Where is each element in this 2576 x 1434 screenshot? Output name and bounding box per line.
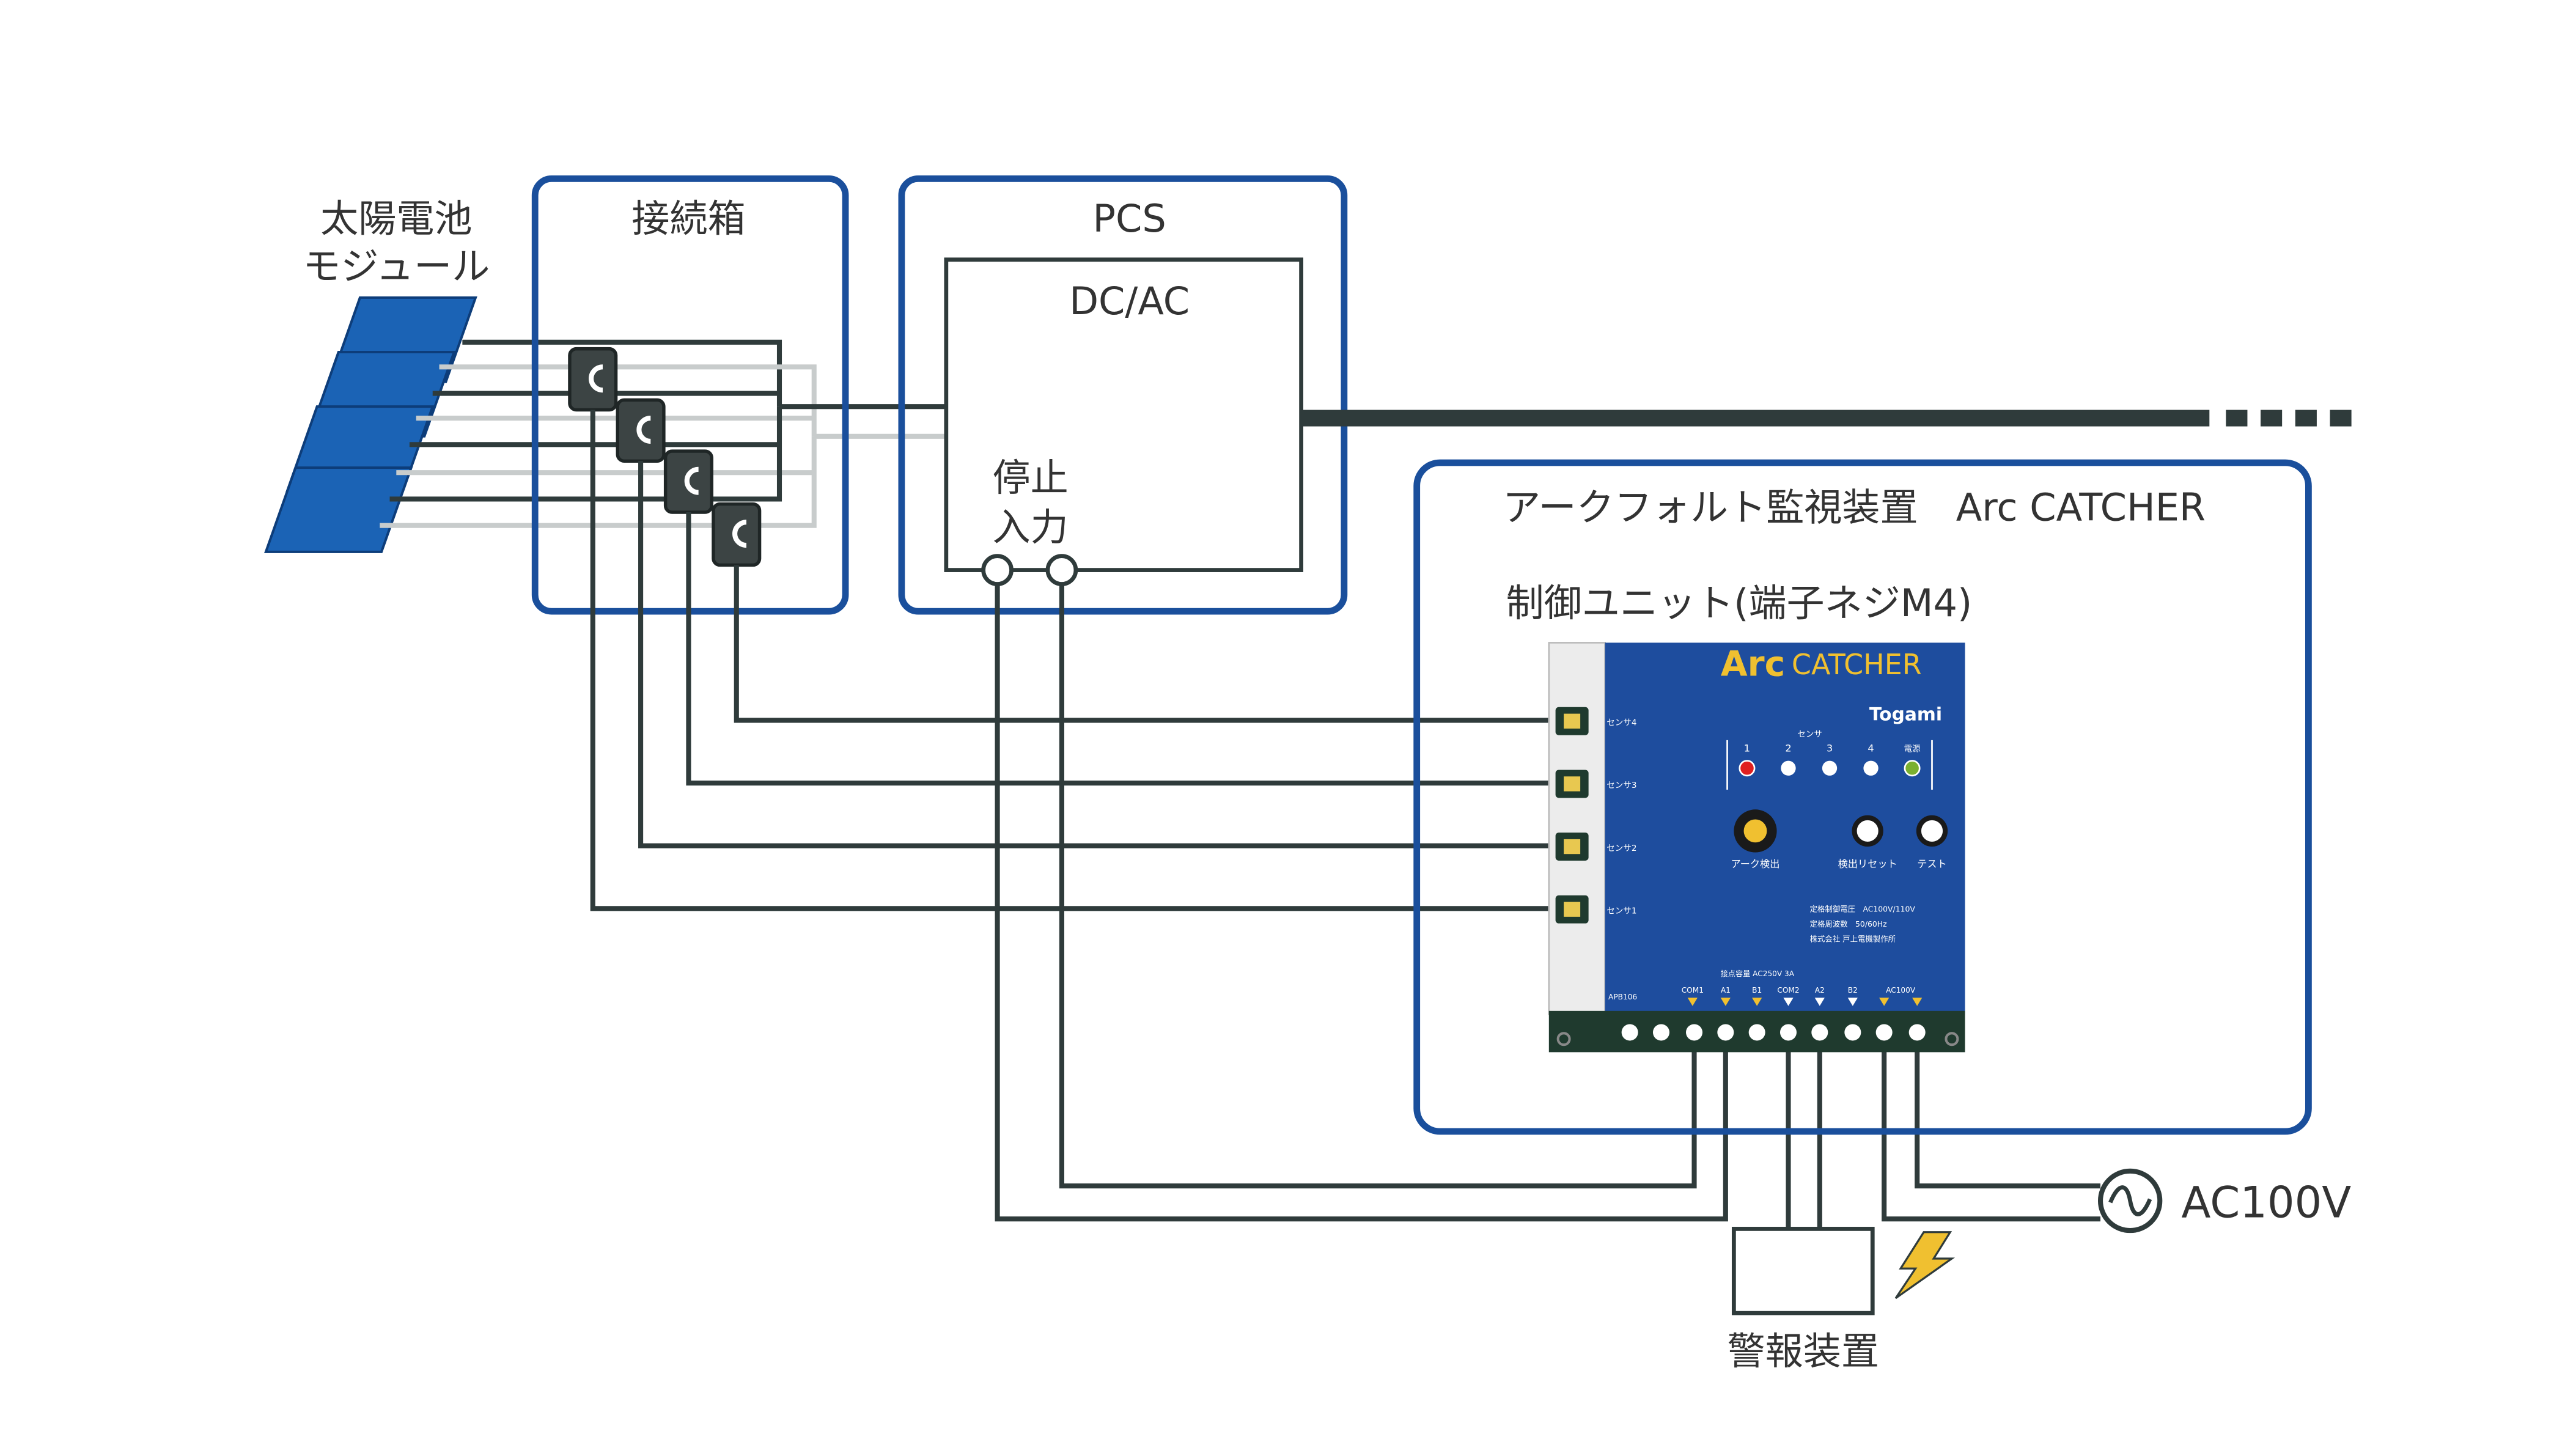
reset-button [1852,815,1883,847]
terminal-screws [1621,1024,1926,1041]
alarm-device-box [1731,1227,1875,1315]
alarm-device-label: 警報装置 [1728,1329,1879,1373]
stop-input-wire-b [1059,570,1697,1189]
terminal-label-com2: COM2 [1777,986,1799,995]
current-sensors [568,347,762,567]
model-number: APB106 [1608,993,1637,1001]
power-led [1904,760,1921,777]
arc-catcher-frame [1413,459,2312,1135]
terminal-label-a2: A2 [1815,986,1825,995]
sensor-connectors [1555,707,1589,924]
terminal-label-ac100v: AC100V [1886,986,1916,995]
arc-detect-label: アーク検出 [1731,858,1779,870]
side-sensor-label-1: センサ1 [1606,906,1636,916]
sensor1-wire [590,410,1556,911]
junction-box-label: 接続箱 [631,196,745,241]
terminal-label-com1: COM1 [1682,986,1704,995]
ac-wire-a [1882,1050,2101,1222]
dcac-label: DC/AC [1069,279,1190,323]
pcs-frame [898,175,1348,615]
sensor4-wire [734,565,1556,723]
sine-wave-icon [2108,1185,2152,1216]
side-sensor-label-3: センサ3 [1606,781,1636,790]
sensor-led-3 [1822,760,1838,776]
maker-logo: Togami [1869,704,1942,725]
side-sensor-label-4: センサ4 [1606,718,1636,728]
power-label: 電源 [1904,745,1921,754]
sensor2-wire [638,461,1556,848]
stop-input-label-line2: 入力 [992,505,1068,550]
arc-system-label: アークフォルト監視装置 Arc CATCHER [1503,485,2206,530]
sensor-number-3: 3 [1827,743,1833,754]
terminal-label-b2: B2 [1848,986,1858,995]
sensor-led-2 [1781,760,1796,776]
sensor-led-1 [1739,760,1756,777]
arc-detect-lamp [1743,819,1767,843]
stop-input-label-bg [981,449,1084,556]
solar-panel-4 [264,466,413,553]
ac-output-bus [1301,410,2352,427]
sensor-number-4: 4 [1868,743,1874,754]
mount-hole-right [1945,1032,1959,1046]
brand-catcher: CATCHER [1792,648,1922,681]
stop-terminal-2 [1045,554,1078,586]
sensor-number-1: 1 [1744,743,1750,754]
current-sensor-4 [712,502,762,567]
solar-module-label-line2: モジュール [303,244,490,289]
terminal-arrows [1687,998,1923,1006]
brand-arc: Arc [1721,644,1786,684]
spec-line-3: 株式会社 戸上電機製作所 [1810,934,1896,943]
current-sensor-1 [568,347,618,412]
spec-line-2: 定格周波数 50/60Hz [1810,919,1887,928]
test-label: テスト [1917,858,1947,870]
solar-module-label-line1: 太陽電池 [320,196,472,241]
contact-rating: 接点容量 AC250V 3A [1721,969,1795,978]
sensor-number-2: 2 [1785,743,1791,754]
reset-label: 検出リセット [1838,858,1897,870]
lightning-bolt-icon [1894,1231,1956,1300]
current-sensor-3 [663,449,713,514]
test-button [1916,815,1948,847]
spec-line-1: 定格制御電圧 AC100V/110V [1810,905,1916,914]
solar-modules [264,296,477,553]
stop-input-label-line1: 停止 [992,455,1068,500]
terminal-label-b1: B1 [1752,986,1762,995]
sensor3-wire [686,512,1556,786]
mount-hole-left [1556,1032,1571,1046]
control-unit-device: センサ4 センサ3 センサ2 センサ1 Arc CATCHER Togami セ… [1548,642,1965,1053]
terminal-label-a1: A1 [1721,986,1731,995]
sensor-heading: センサ [1797,729,1822,739]
ac100v-label: AC100V [2181,1177,2351,1227]
control-unit-label: 制御ユニット(端子ネジM4) [1506,581,1973,625]
ac-wire-b [1915,1050,2101,1189]
sensor-led-4 [1863,760,1879,776]
current-sensor-2 [616,398,666,463]
stop-terminal-1 [981,554,1014,586]
pcs-label: PCS [1093,196,1166,241]
side-sensor-label-2: センサ2 [1606,844,1636,853]
